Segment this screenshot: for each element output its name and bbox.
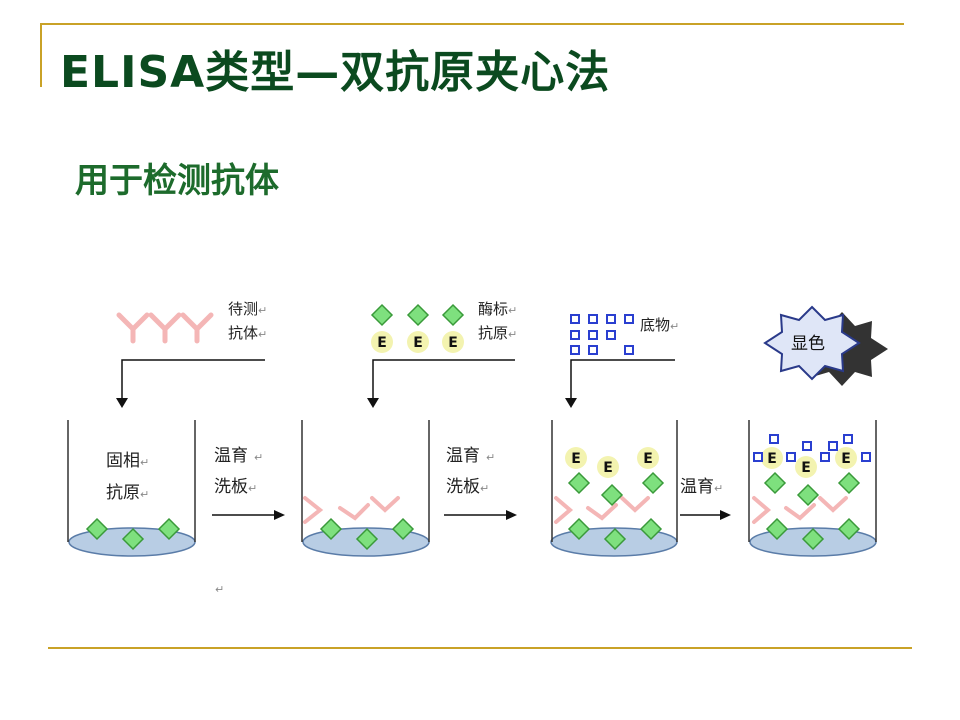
color-development-badge: 显色 [764,306,888,386]
substrate-icon [570,314,580,324]
well-wall [551,420,678,542]
process1-line1: 温育↵ [214,446,263,466]
antibody-icon [303,496,324,524]
enzyme-marker [565,447,587,469]
step1-reagent-label-line2: 抗体↵ [228,324,267,342]
substrate-icon [588,345,598,355]
substrate-icon [624,345,634,355]
enzyme-letter: E [377,335,387,351]
enzyme-letter: E [643,451,653,467]
step3-reagent-substrate [570,314,634,355]
enzyme-marker [597,456,619,478]
antibody-icon [183,315,211,341]
antibody-icon [554,496,574,524]
antigen-icon [371,304,393,326]
enzyme-letter: E [841,451,851,467]
well-1 [67,420,196,557]
enzyme-marker [371,331,393,353]
top-rule [40,23,904,25]
bottom-rule [48,647,912,649]
step2-reagent-enzyme-antigens: E E E [371,304,464,353]
step3-feed-arrow [565,359,675,408]
antibody-icon [784,503,816,521]
antibody-icon [586,503,618,521]
substrate-icon [802,441,812,451]
substrate-icon [861,452,871,462]
antibody-icon [752,496,772,524]
enzyme-marker [407,331,429,353]
well-wall [301,420,430,542]
substrate-icon [570,330,580,340]
substrate-icon [606,314,616,324]
well-wall [748,420,877,542]
well-2 [301,420,430,557]
enzyme-letter: E [448,335,458,351]
process1-line2: 洗板↵ [214,477,257,497]
well-3: E E E [550,420,678,557]
enzyme-letter: E [801,460,811,476]
step2-reagent-label-line2: 抗原↵ [478,324,517,342]
substrate-icon [753,452,763,462]
process3-label: 温育↵ [680,477,723,497]
enzyme-marker [795,456,817,478]
well1-label-line2: 抗原↵ [106,483,149,503]
antigen-icon [764,472,786,494]
antibody-icon [370,496,400,513]
substrate-icon [624,314,634,324]
stray-return-mark: ↵ [215,583,224,596]
substrate-icon [570,345,580,355]
antibody-icon [151,315,179,341]
antibody-icon [119,315,147,341]
antigen-icon [407,304,429,326]
substrate-icon [588,314,598,324]
well1-label-line1: 固相↵ [106,451,149,471]
enzyme-letter: E [767,451,777,467]
process3-arrow [680,510,731,520]
substrate-icon [588,330,598,340]
antibody-icon [338,503,370,521]
slide-subtitle: 用于检测抗体 [75,161,279,201]
antigen-icon [442,304,464,326]
antigen-icon [568,472,590,494]
antigen-icon [797,484,819,506]
step1-reagent-label-line1: 待测↵ [228,300,267,318]
substrate-icon [606,330,616,340]
substrate-icon [769,434,779,444]
antibody-icon [818,496,848,513]
step2-feed-arrow [367,359,515,408]
substrate-icon [786,452,796,462]
left-rule [40,23,42,87]
process2-arrow [444,510,517,520]
antigen-icon [642,472,664,494]
substrate-icon [843,434,853,444]
badge-label: 显色 [791,334,825,354]
substrate-icon [820,452,830,462]
enzyme-marker [761,447,783,469]
step1-feed-arrow [116,359,265,408]
enzyme-letter: E [413,335,423,351]
well-4: E E E [748,420,877,557]
process2-line1: 温育↵ [446,446,495,466]
substrate-icon [828,441,838,451]
step1-reagent-antibodies [119,315,211,341]
slide-title: ELISA类型—双抗原夹心法 [60,47,611,98]
antigen-icon [838,472,860,494]
enzyme-marker [835,447,857,469]
step2-reagent-label-line1: 酶标↵ [478,300,517,318]
enzyme-marker [442,331,464,353]
enzyme-letter: E [603,460,613,476]
antibody-icon [620,496,650,513]
enzyme-marker [637,447,659,469]
enzyme-letter: E [571,451,581,467]
antigen-icon [601,484,623,506]
process1-arrow [212,510,285,520]
process2-line2: 洗板↵ [446,477,489,497]
well-wall [67,420,196,542]
step3-reagent-label: 底物↵ [640,316,679,334]
